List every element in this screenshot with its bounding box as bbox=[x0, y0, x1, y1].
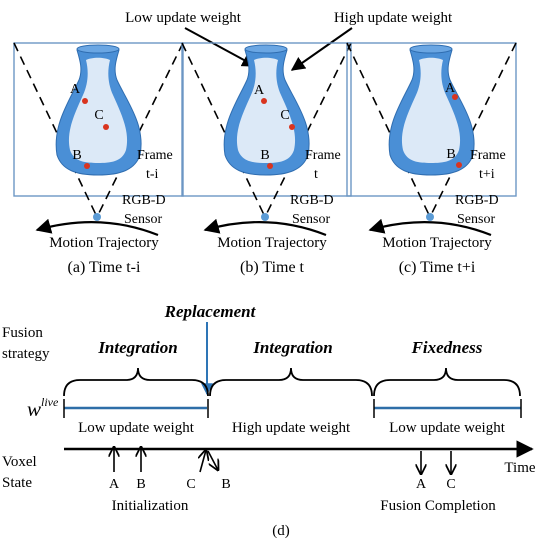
vase-rim bbox=[76, 44, 120, 54]
surface-point-label-c: C bbox=[280, 108, 289, 123]
sensor-dot bbox=[261, 213, 269, 221]
phase-label-integration-1: Integration bbox=[97, 338, 177, 357]
voxel-state-label-line2: State bbox=[2, 475, 32, 491]
vase-rim bbox=[409, 44, 453, 54]
vase-rim bbox=[244, 44, 288, 54]
frame-label-line1: Frame bbox=[137, 148, 173, 163]
motion-trajectory-arrow bbox=[368, 218, 492, 237]
sensor-dot bbox=[93, 213, 101, 221]
weight-segment-high: High update weight bbox=[232, 420, 351, 436]
trajectory-label: Motion Trajectory bbox=[217, 235, 327, 251]
initialization-label: Initialization bbox=[112, 498, 189, 514]
fusion-strategy-label-line1: Fusion bbox=[2, 325, 43, 341]
phase-label-fixedness: Fixedness bbox=[411, 338, 483, 357]
frame-box bbox=[181, 42, 352, 197]
replacement-point-c: C bbox=[186, 477, 195, 492]
sensor-label-line1: RGB-D bbox=[455, 193, 499, 208]
surface-point-label-b: B bbox=[446, 147, 455, 162]
vase-inner bbox=[401, 57, 461, 163]
surface-point-label-a: A bbox=[254, 83, 265, 98]
vase-inner bbox=[236, 57, 296, 163]
sensor-dot bbox=[426, 213, 434, 221]
surface-point-label-b: B bbox=[260, 148, 269, 163]
replacement-arrow-c-up bbox=[200, 450, 206, 473]
replacement-arrow-b-down bbox=[207, 450, 218, 470]
trajectory-label: Motion Trajectory bbox=[382, 235, 492, 251]
weight-symbol: wlive bbox=[27, 395, 59, 421]
init-point-b: B bbox=[136, 477, 145, 492]
high-update-weight-annotation: High update weight bbox=[334, 10, 453, 26]
surface-point-a bbox=[82, 98, 88, 104]
surface-point-b bbox=[84, 163, 90, 169]
surface-point-a bbox=[452, 94, 458, 100]
panel-caption: (b) Time t bbox=[240, 259, 305, 276]
trajectory-label: Motion Trajectory bbox=[49, 235, 159, 251]
frustum-line-left bbox=[346, 42, 431, 218]
frame-label-line2: t bbox=[314, 167, 318, 182]
completion-point-c: C bbox=[446, 477, 455, 492]
fusion-completion-label: Fusion Completion bbox=[380, 498, 496, 514]
surface-point-label-b: B bbox=[72, 148, 81, 163]
sensor-label-line2: Sensor bbox=[124, 212, 162, 227]
surface-point-b bbox=[456, 162, 462, 168]
surface-point-b bbox=[267, 163, 273, 169]
surface-point-c bbox=[289, 124, 295, 130]
frustum-line-left bbox=[181, 42, 266, 218]
sensor-label-line2: Sensor bbox=[292, 212, 330, 227]
completion-point-a: A bbox=[416, 477, 427, 492]
frame-box bbox=[13, 42, 184, 197]
weight-segment-low-2: Low update weight bbox=[389, 420, 506, 436]
surface-point-c bbox=[103, 124, 109, 130]
sensor-label-line2: Sensor bbox=[457, 212, 495, 227]
vase-inner bbox=[68, 57, 128, 163]
frustum-line-left bbox=[13, 42, 98, 218]
phase-brace-2 bbox=[209, 367, 373, 397]
frame-label-line2: t-i bbox=[146, 167, 159, 182]
low-update-weight-annotation: Low update weight bbox=[125, 10, 242, 26]
low-weight-pointer-arrow bbox=[184, 27, 257, 67]
replacement-point-b: B bbox=[221, 477, 230, 492]
phase-brace-3 bbox=[373, 367, 521, 397]
frame-label-line1: Frame bbox=[470, 148, 506, 163]
time-label: Time bbox=[504, 460, 535, 476]
phase-brace-1 bbox=[63, 367, 209, 397]
motion-trajectory-arrow bbox=[35, 218, 159, 237]
fusion-strategy-label-line2: strategy bbox=[2, 346, 50, 362]
motion-trajectory-arrow bbox=[203, 218, 327, 237]
frame-label-line2: t+i bbox=[479, 167, 495, 182]
surface-point-label-a: A bbox=[70, 82, 81, 97]
frame-label-line1: Frame bbox=[305, 148, 341, 163]
panel-caption: (a) Time t-i bbox=[68, 259, 141, 276]
sensor-label-line1: RGB-D bbox=[290, 193, 334, 208]
frame-box bbox=[346, 42, 517, 197]
phase-label-integration-2: Integration bbox=[252, 338, 332, 357]
timeline-caption: (d) bbox=[272, 523, 290, 539]
voxel-state-label-line1: Voxel bbox=[2, 454, 37, 470]
panel-caption: (c) Time t+i bbox=[399, 259, 476, 276]
sensor-label-line1: RGB-D bbox=[122, 193, 166, 208]
surface-point-a bbox=[261, 98, 267, 104]
weight-segment-low-1: Low update weight bbox=[78, 420, 195, 436]
init-point-a: A bbox=[109, 477, 120, 492]
replacement-label: Replacement bbox=[164, 302, 257, 321]
high-weight-pointer-arrow bbox=[290, 27, 353, 71]
surface-point-label-a: A bbox=[445, 81, 456, 96]
surface-point-label-c: C bbox=[94, 108, 103, 123]
